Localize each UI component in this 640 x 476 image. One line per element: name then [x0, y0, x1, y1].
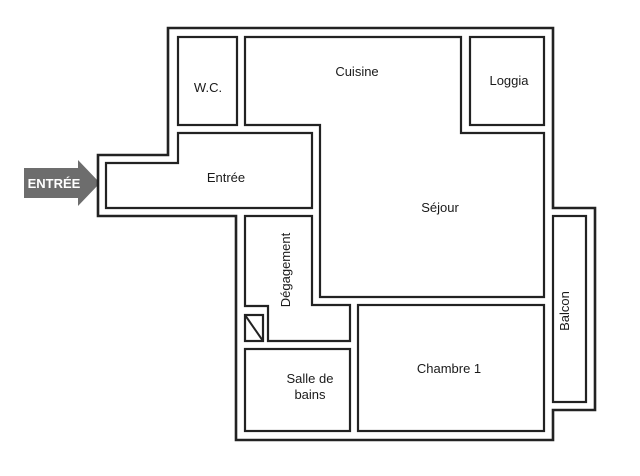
entry-arrow-shape [24, 160, 100, 206]
closet [243, 313, 265, 343]
label-cuisine: Cuisine [335, 64, 378, 79]
label-salle-de-bains-line-1: Salle de [287, 371, 334, 386]
entry-arrow: ENTRÉE [24, 160, 100, 206]
room-degagement [243, 214, 352, 343]
label-balcon: Balcon [557, 291, 572, 331]
room-loggia [468, 35, 546, 127]
room-salle-de-bains [243, 347, 352, 433]
room-chambre-1 [356, 303, 546, 433]
label-entree: Entrée [207, 170, 245, 185]
room-entree [104, 131, 314, 210]
entry-label: ENTRÉE [28, 176, 81, 191]
label-wc: W.C. [194, 80, 222, 95]
closet-diagonal [244, 314, 264, 342]
room-sejour-cuisine [243, 35, 546, 299]
label-salle-de-bains-line-2: bains [294, 387, 326, 402]
room-wc [176, 35, 239, 127]
room-balcon [551, 214, 588, 404]
label-chambre-1: Chambre 1 [417, 361, 481, 376]
label-degagement: Dégagement [278, 232, 293, 307]
label-loggia: Loggia [489, 73, 529, 88]
label-sejour: Séjour [421, 200, 459, 215]
